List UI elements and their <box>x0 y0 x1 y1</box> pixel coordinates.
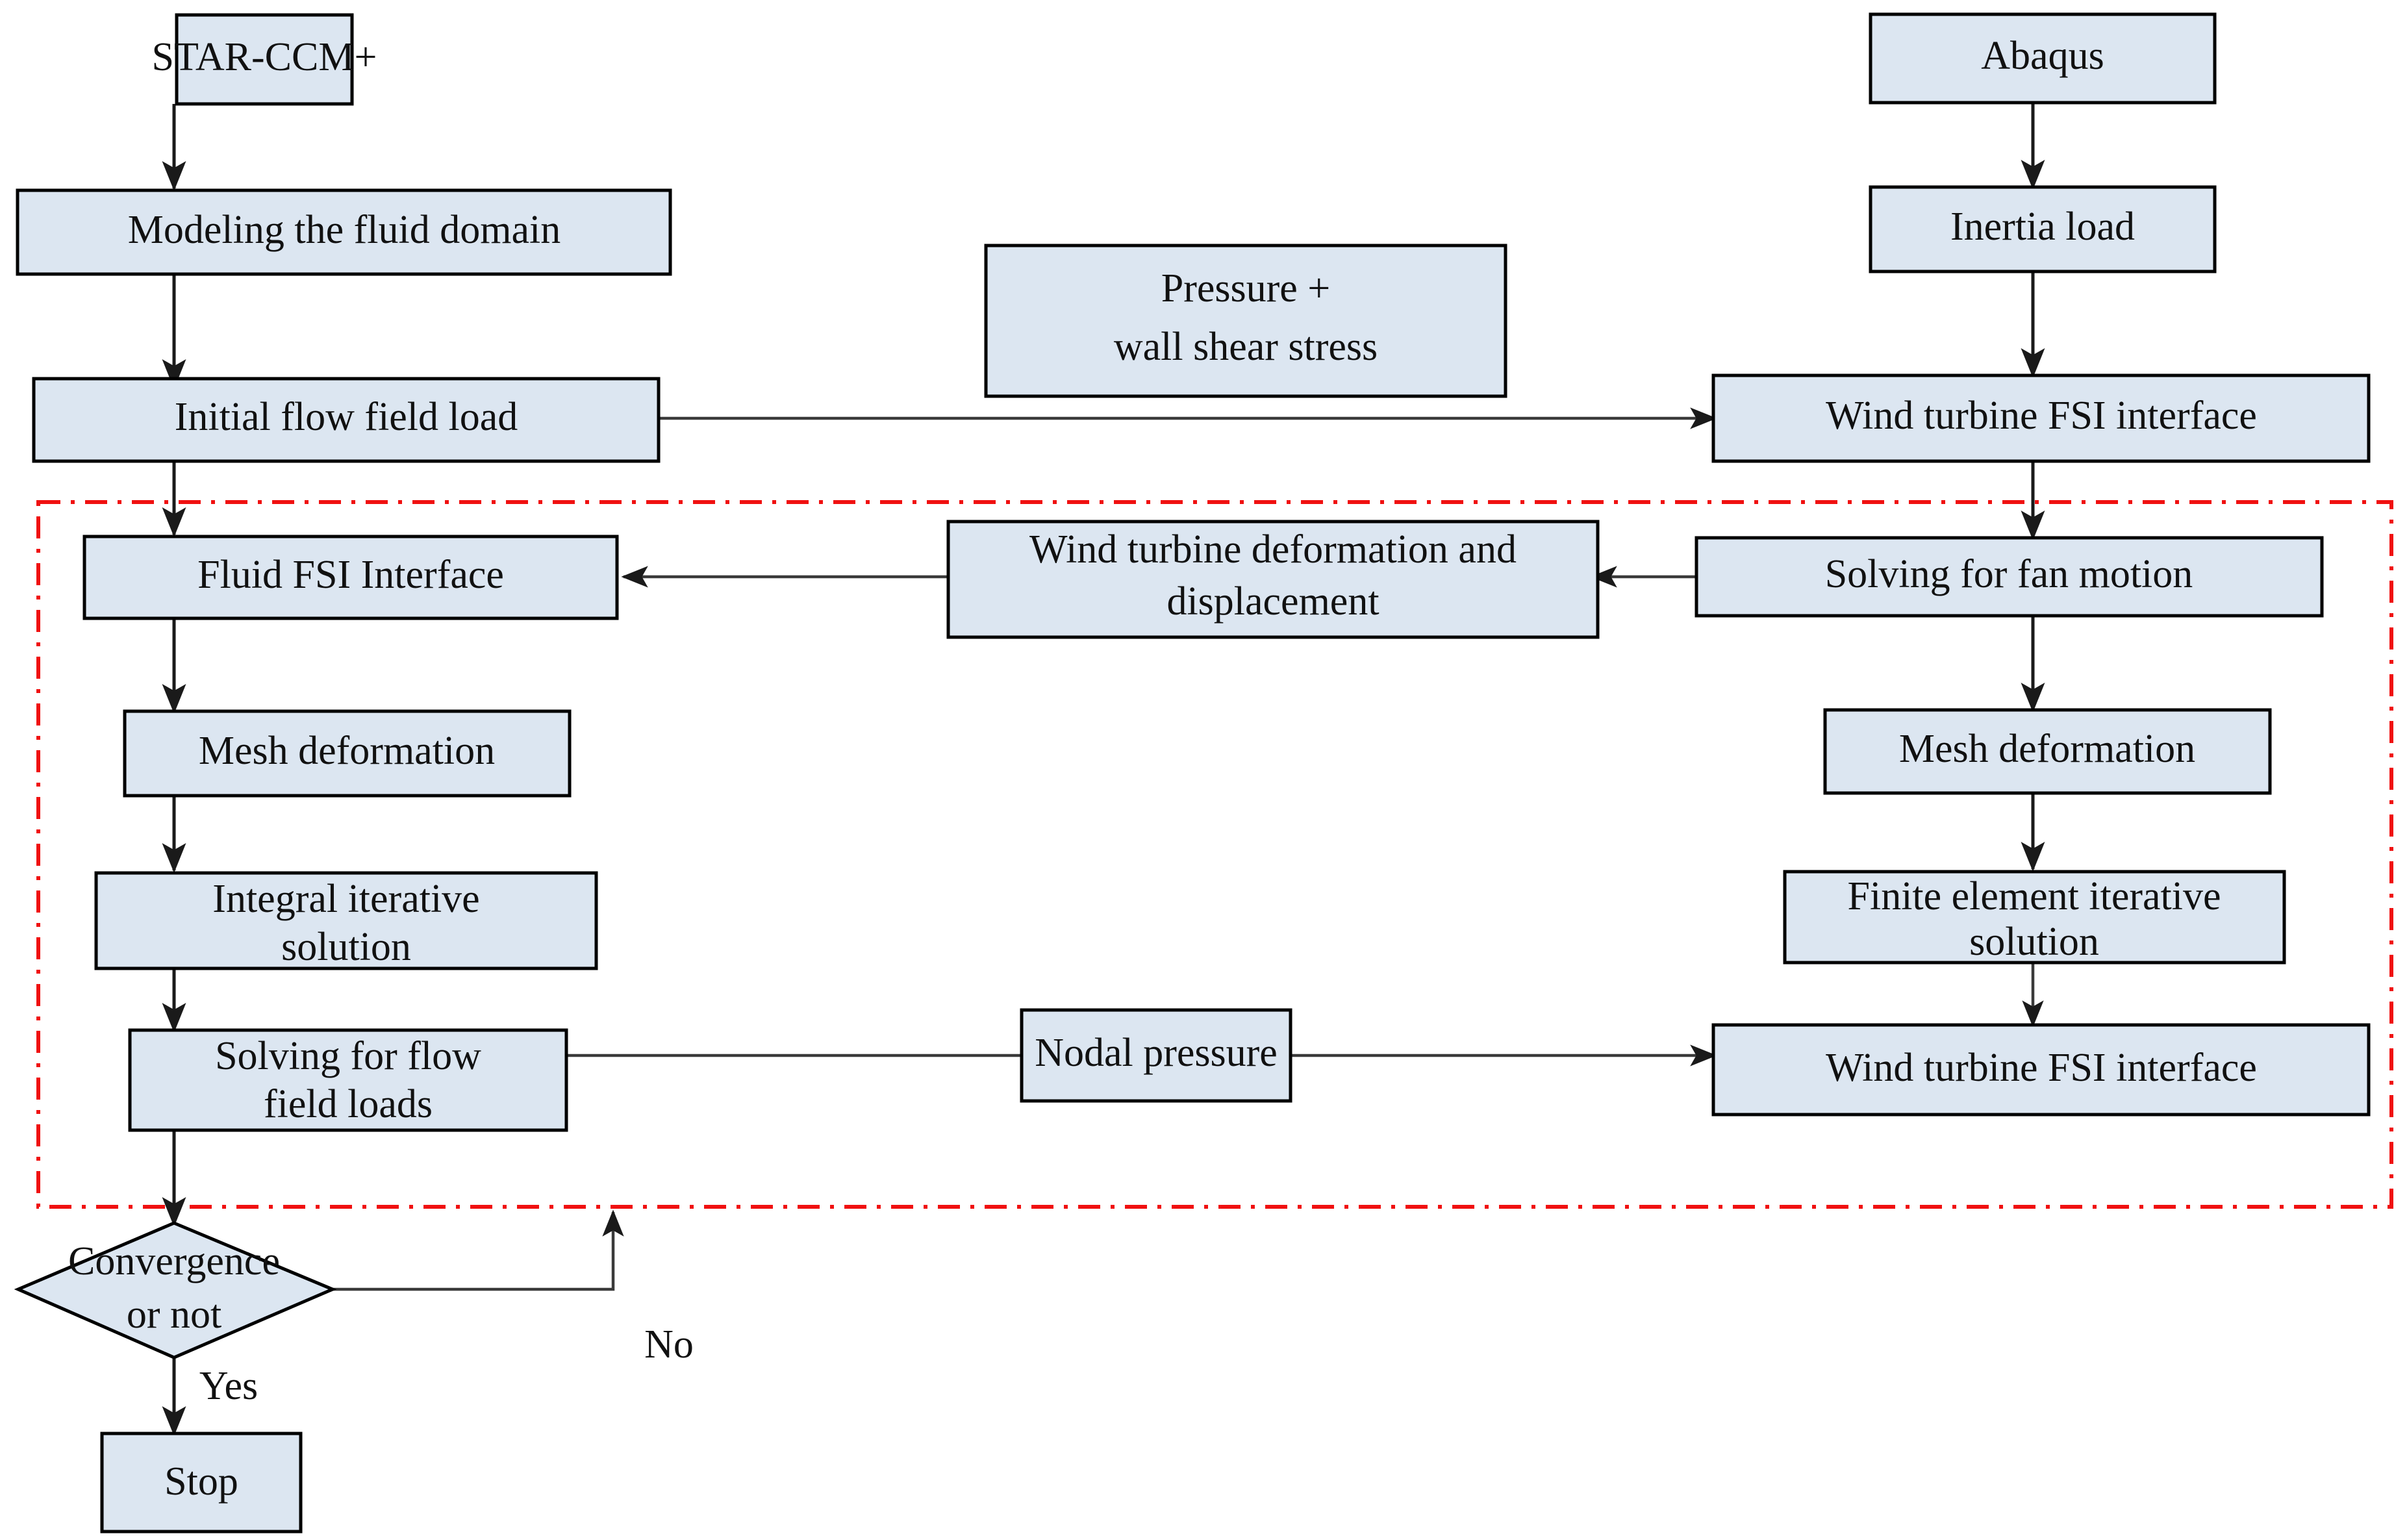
node-convergence-line2: or not <box>127 1293 221 1337</box>
node-mesh-deformation-right[interactable]: Mesh deformation <box>1823 708 2272 795</box>
node-initial-flow-field-load-label: Initial flow field load <box>175 395 518 439</box>
node-mesh-deformation-left-label: Mesh deformation <box>199 729 495 773</box>
node-stop[interactable]: Stop <box>100 1432 303 1534</box>
node-fluid-fsi-interface[interactable]: Fluid FSI Interface <box>82 535 619 620</box>
node-mesh-deformation-right-label: Mesh deformation <box>1899 727 2195 771</box>
node-convergence-decision[interactable]: Convergence or not <box>14 1221 337 1359</box>
node-fluid-fsi-interface-label: Fluid FSI Interface <box>197 553 504 597</box>
node-wind-turbine-fsi-interface-bottom[interactable]: Wind turbine FSI interface <box>1711 1023 2371 1117</box>
node-mesh-deformation-left[interactable]: Mesh deformation <box>123 709 572 798</box>
node-wind-turbine-fsi-interface-bottom-label: Wind turbine FSI interface <box>1826 1046 2257 1090</box>
node-wind-turbine-deformation[interactable]: Wind turbine deformation and displacemen… <box>946 520 1600 639</box>
node-modeling-fluid-domain-label: Modeling the fluid domain <box>128 208 561 252</box>
edge-label-yes: Yes <box>199 1364 258 1408</box>
node-abaqus-label: Abaqus <box>1981 34 2104 78</box>
node-integral-iterative-solution[interactable]: Integral iterative solution <box>94 871 598 970</box>
node-solving-for-fan-motion-label: Solving for fan motion <box>1825 552 2193 596</box>
node-pressure-wall-shear-line2: wall shear stress <box>1114 325 1378 369</box>
node-solving-flow-field-loads-line1: Solving for flow <box>215 1034 481 1078</box>
node-inertia-load-label: Inertia load <box>1950 205 2135 249</box>
node-solving-for-flow-field-loads[interactable]: Solving for flow field loads <box>128 1028 568 1132</box>
node-solving-flow-field-loads-line2: field loads <box>264 1082 433 1126</box>
node-inertia-load[interactable]: Inertia load <box>1869 185 2217 273</box>
node-nodal-pressure-label: Nodal pressure <box>1035 1031 1278 1075</box>
node-convergence-line1: Convergence <box>68 1239 280 1283</box>
node-finite-element-iterative-solution[interactable]: Finite element iterative solution <box>1783 870 2286 965</box>
node-wind-turbine-fsi-interface-top[interactable]: Wind turbine FSI interface <box>1711 373 2371 463</box>
node-pressure-wall-shear-line1: Pressure + <box>1161 266 1331 310</box>
edge-label-no: No <box>644 1322 694 1367</box>
node-nodal-pressure[interactable]: Nodal pressure <box>1020 1008 1292 1103</box>
node-integral-iterative-line1: Integral iterative <box>212 877 479 921</box>
edge-convergence-no-feedback <box>333 1209 624 1291</box>
node-modeling-fluid-domain[interactable]: Modeling the fluid domain <box>16 188 672 276</box>
node-star-ccm[interactable]: STAR-CCM+ <box>152 13 377 106</box>
node-wind-turbine-deformation-line1: Wind turbine deformation and <box>1029 527 1517 572</box>
node-finite-element-iterative-line2: solution <box>1969 920 2099 964</box>
node-stop-label: Stop <box>164 1459 238 1504</box>
node-finite-element-iterative-line1: Finite element iterative <box>1847 874 2221 918</box>
node-abaqus[interactable]: Abaqus <box>1869 12 2217 105</box>
node-solving-for-fan-motion[interactable]: Solving for fan motion <box>1695 536 2324 618</box>
node-star-ccm-label: STAR-CCM+ <box>152 35 377 79</box>
node-integral-iterative-line2: solution <box>281 925 411 969</box>
node-wind-turbine-fsi-interface-top-label: Wind turbine FSI interface <box>1826 394 2257 438</box>
node-wind-turbine-deformation-line2: displacement <box>1166 579 1379 624</box>
node-pressure-wall-shear-stress[interactable]: Pressure + wall shear stress <box>984 244 1507 398</box>
node-initial-flow-field-load[interactable]: Initial flow field load <box>32 377 661 463</box>
fsi-loop-boundary <box>36 500 2393 1209</box>
